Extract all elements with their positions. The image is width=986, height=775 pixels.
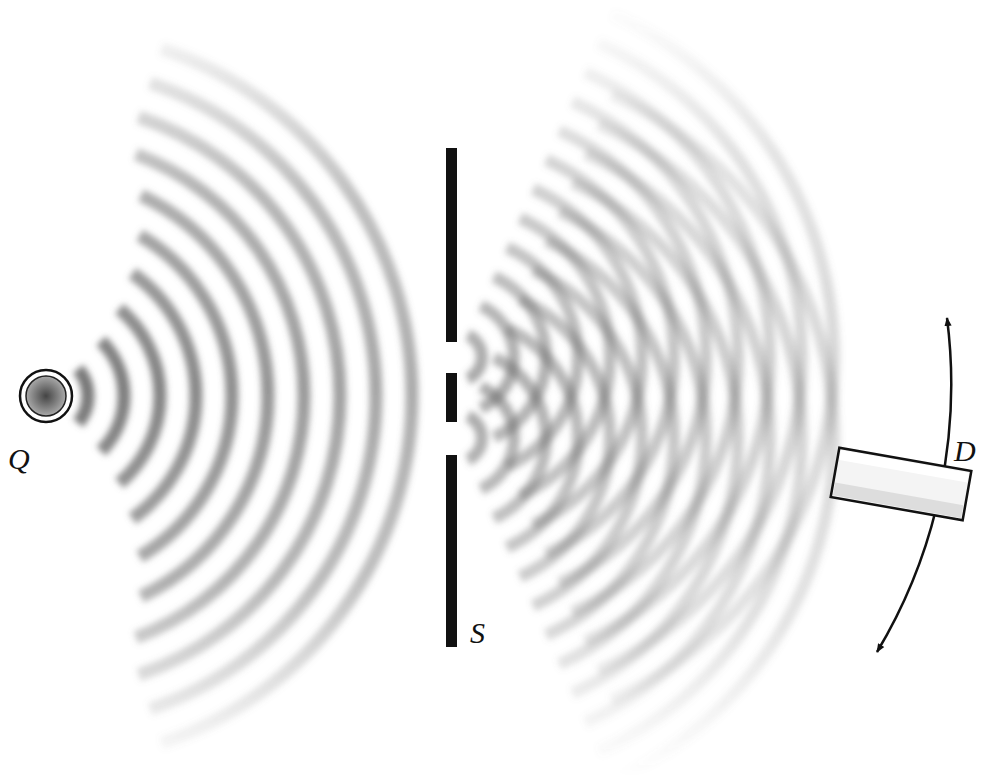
wave-front	[546, 241, 674, 635]
detector-label: D	[954, 436, 976, 466]
wave-front	[468, 416, 482, 460]
wave-front	[132, 273, 196, 518]
wave-front	[533, 270, 642, 606]
wave-front	[494, 358, 546, 519]
source-label: Q	[8, 444, 30, 474]
wave-front	[78, 369, 88, 423]
source	[20, 370, 72, 422]
diffracted-waves	[468, 14, 834, 775]
slit-screen	[446, 148, 457, 647]
wave-front	[140, 235, 232, 556]
wave-front	[507, 328, 578, 547]
detector	[831, 318, 972, 652]
wave-front	[101, 341, 124, 451]
wave-front	[141, 195, 268, 596]
screen-label: S	[470, 618, 485, 648]
incident-waves	[78, 49, 412, 744]
wave-front	[468, 335, 482, 379]
wave-front	[481, 387, 514, 489]
wave-front	[520, 218, 610, 495]
wave-front	[520, 299, 610, 576]
wave-front	[599, 124, 802, 752]
wave-front	[119, 309, 160, 483]
wave-front	[161, 49, 412, 744]
wave-front	[612, 95, 834, 775]
